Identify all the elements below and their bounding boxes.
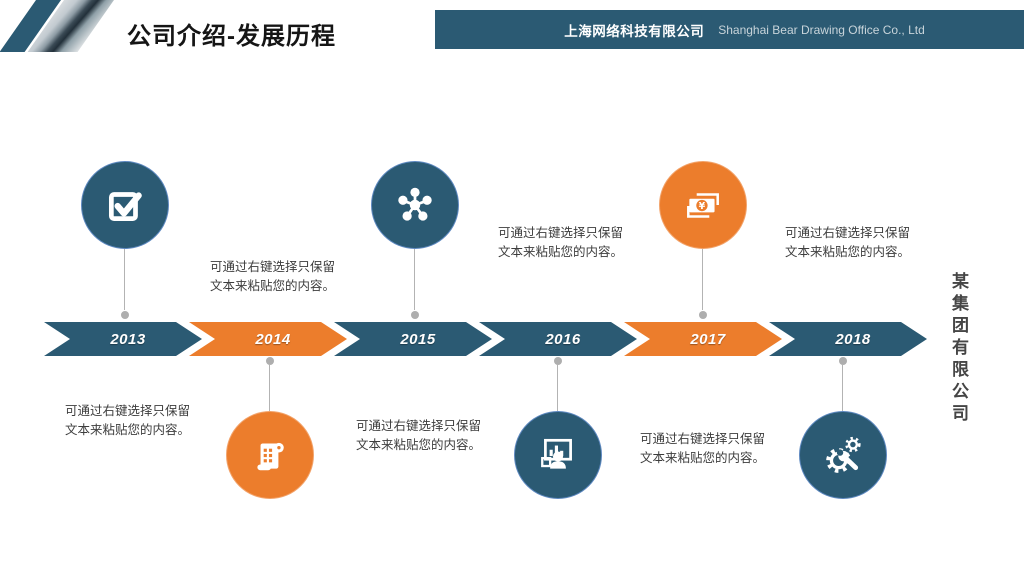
molecule-icon: [398, 187, 432, 221]
timeline-arrow-2016: 2016: [479, 322, 637, 356]
milestone-desc-2013: 可通过右键选择只保留 文本来粘贴您的内容。: [65, 404, 191, 437]
timeline-arrow-2014: 2014: [189, 322, 347, 356]
milestone-circle-2015: [372, 162, 458, 248]
company-banner: 上海网络科技有限公司 Shanghai Bear Drawing Office …: [435, 10, 1024, 49]
milestone-desc-2017: 可通过右键选择只保留 文本来粘贴您的内容。: [640, 432, 766, 465]
milestone-circle-2013: [82, 162, 168, 248]
timeline-arrow-2015: 2015: [334, 322, 492, 356]
company-name-cn: 上海网络科技有限公司: [564, 23, 705, 39]
connector-line: [842, 364, 843, 412]
gear-wrench-icon: [826, 436, 861, 473]
timeline-arrow-2018: 2018: [769, 322, 927, 356]
milestone-circle-2016: [515, 412, 601, 498]
year-label: 2017: [690, 330, 726, 348]
company-name-en: Shanghai Bear Drawing Office Co., Ltd: [718, 22, 925, 37]
milestone-circle-2014: [227, 412, 313, 498]
milestone-circle-2018: [800, 412, 886, 498]
milestone-desc-2014: 可通过右键选择只保留 文本来粘贴您的内容。: [210, 260, 336, 293]
connector-dot: [554, 357, 562, 365]
svg-text:¥: ¥: [699, 201, 706, 212]
year-label: 2015: [400, 330, 436, 348]
connector-dot: [699, 311, 707, 319]
year-label: 2018: [835, 330, 871, 348]
year-label: 2014: [255, 330, 291, 348]
milestone-desc-2015: 可通过右键选择只保留 文本来粘贴您的内容。: [356, 419, 482, 452]
connector-line: [269, 364, 270, 412]
check-square-icon: [108, 192, 142, 222]
connector-line: [557, 364, 558, 412]
scroll-icon: [257, 442, 284, 471]
page-title: 公司介绍-发展历程: [127, 23, 336, 50]
connector-line: [702, 248, 703, 310]
logo: [0, 0, 130, 56]
year-label: 2013: [110, 330, 146, 348]
timeline-arrow-2017: 2017: [624, 322, 782, 356]
connector-line: [124, 248, 125, 310]
presentation-icon: [541, 438, 572, 469]
connector-line: [414, 248, 415, 310]
group-name-vertical: 某集团有限公司: [949, 272, 968, 426]
milestone-desc-2018: 可通过右键选择只保留 文本来粘贴您的内容。: [785, 226, 911, 259]
connector-dot: [121, 311, 129, 319]
connector-dot: [266, 357, 274, 365]
milestone-circle-2017: ¥: [660, 162, 746, 248]
banknote-icon: ¥: [687, 193, 719, 218]
milestone-desc-2016: 可通过右键选择只保留 文本来粘贴您的内容。: [498, 226, 624, 259]
year-label: 2016: [545, 330, 581, 348]
timeline-arrow-2013: 2013: [44, 322, 202, 356]
connector-dot: [839, 357, 847, 365]
connector-dot: [411, 311, 419, 319]
